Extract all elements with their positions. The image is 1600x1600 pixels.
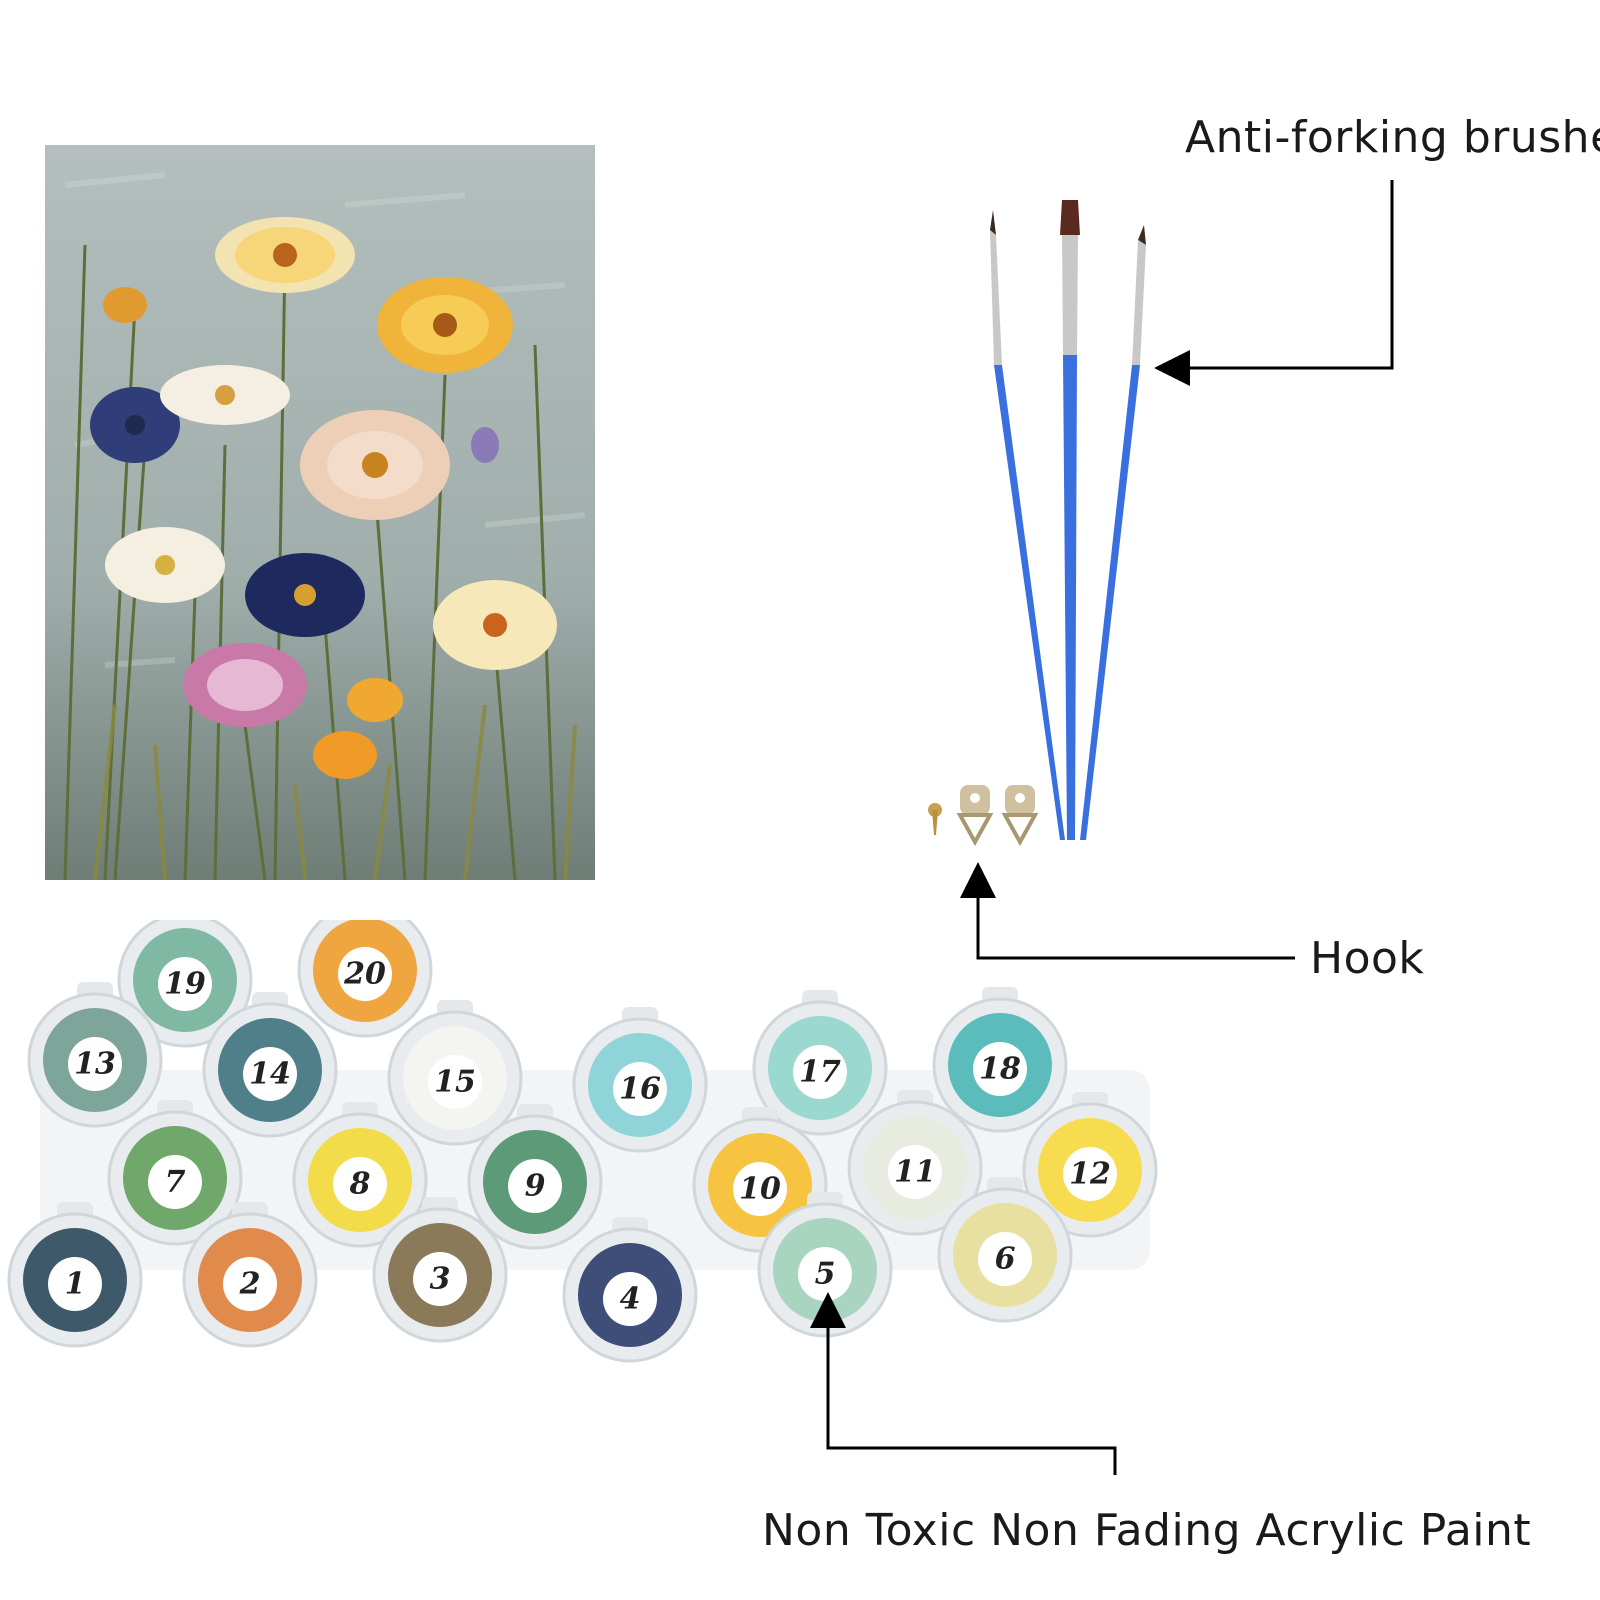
pot-number-label: 1 (65, 1267, 86, 1302)
paint-pot: 4 (562, 1217, 698, 1363)
pot-number-label: 5 (815, 1257, 836, 1292)
pot-number-label: 4 (620, 1282, 641, 1317)
brush-middle (1060, 200, 1080, 840)
paint-pot: 7 (107, 1100, 243, 1246)
paint-pot: 13 (27, 982, 163, 1128)
hook-left (956, 785, 994, 847)
pot-number-label: 7 (165, 1165, 186, 1200)
paint-label: Non Toxic Non Fading Acrylic Paint (762, 1505, 1532, 1556)
brush-set-image (990, 200, 1146, 840)
hook-label: Hook (1310, 933, 1425, 984)
screw-icon (928, 803, 942, 835)
flower-painting-image (45, 145, 595, 880)
flower-painting (45, 145, 595, 880)
brush-left (990, 210, 1065, 840)
pot-number-label: 3 (430, 1262, 451, 1297)
pot-number-label: 6 (995, 1242, 1016, 1277)
paint-pot: 17 (752, 990, 888, 1136)
pot-number-label: 15 (434, 1065, 476, 1100)
paint-pot: 9 (467, 1104, 603, 1250)
paint-pot: 19 (117, 920, 253, 1048)
brushes-label: Anti-forking brushes (1185, 112, 1600, 163)
pot-number-label: 9 (525, 1169, 546, 1204)
paint-pot: 6 (937, 1177, 1073, 1323)
paint-pot: 18 (932, 987, 1068, 1133)
pot-number-label: 8 (349, 1167, 371, 1202)
pot-number-label: 18 (979, 1052, 1021, 1087)
brush-set (980, 190, 1180, 860)
paint-pot: 20 (297, 920, 433, 1038)
pot-number-label: 16 (619, 1072, 661, 1107)
pot-number-label: 20 (343, 957, 386, 992)
pot-number-label: 19 (164, 967, 206, 1002)
hook-set (920, 780, 1050, 860)
paint-pot: 11 (847, 1090, 983, 1236)
pot-number-label: 14 (249, 1057, 291, 1092)
pot-number-label: 12 (1069, 1157, 1111, 1192)
pot-number-label: 2 (239, 1267, 261, 1302)
hook-set-image (928, 785, 1039, 847)
pot-number-label: 10 (739, 1172, 781, 1207)
pot-number-label: 13 (74, 1047, 116, 1082)
paint-pot: 15 (387, 1000, 523, 1146)
pot-number-label: 17 (799, 1055, 841, 1090)
paint-pot: 14 (202, 992, 338, 1138)
paint-pot: 12 (1022, 1092, 1158, 1238)
brush-callout-line (1154, 180, 1394, 386)
paint-pot: 10 (692, 1107, 828, 1253)
paint-pot: 3 (372, 1197, 508, 1343)
paint-pot: 16 (572, 1007, 708, 1153)
paint-pot: 8 (292, 1102, 428, 1248)
pot-number-label: 11 (894, 1155, 936, 1190)
hook-right (1001, 785, 1039, 847)
brush-right (1080, 225, 1146, 840)
paint-pot: 2 (182, 1202, 318, 1348)
paint-pot: 1 (7, 1202, 143, 1348)
